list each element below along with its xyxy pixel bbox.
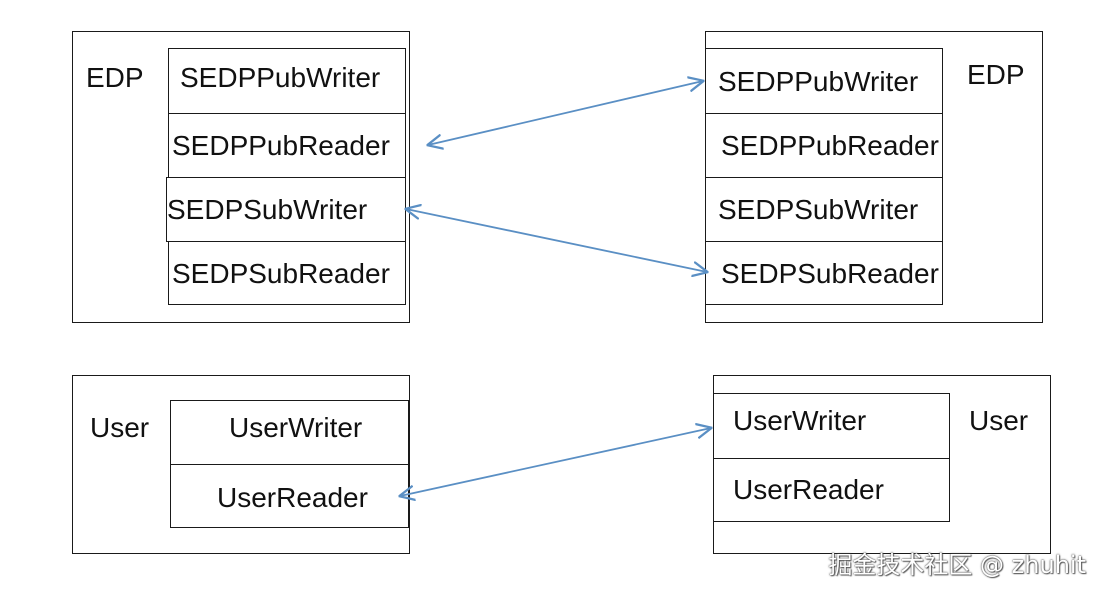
right-user-writer-label: UserWriter (733, 405, 867, 436)
left-user-label: User (90, 412, 150, 443)
left-user-writer-label: UserWriter (229, 412, 363, 443)
subwriter-subreader-arrow (406, 209, 707, 272)
right-sedp-sub-writer: SEDPSubWriter (705, 177, 943, 242)
left-sedp-pub-writer: SEDPPubWriter (168, 48, 406, 114)
right-user-writer: UserWriter (713, 393, 950, 459)
left-user-reader: UserReader (170, 464, 409, 528)
left-sedp-pub-writer-label: SEDPPubWriter (180, 62, 381, 93)
right-user-label: User (969, 405, 1029, 436)
left-edp-participant (72, 31, 410, 323)
right-sedp-pub-reader-label: SEDPPubReader (721, 130, 939, 161)
right-sedp-sub-reader-label: SEDPSubReader (721, 258, 939, 289)
left-sedp-pub-reader-label: SEDPPubReader (172, 130, 390, 161)
right-edp-label: EDP (967, 59, 1025, 90)
right-user-reader: UserReader (713, 458, 950, 522)
left-edp-label: EDP (86, 62, 144, 93)
left-sedp-sub-reader-label: SEDPSubReader (172, 258, 390, 289)
left-sedp-pub-reader: SEDPPubReader (168, 113, 406, 178)
watermark: 掘金技术社区 @ zhuhit (828, 551, 1086, 579)
left-sedp-sub-writer-label: SEDPSubWriter (167, 194, 368, 225)
left-user-writer: UserWriter (170, 400, 409, 465)
right-sedp-sub-reader: SEDPSubReader (705, 241, 943, 305)
right-sedp-sub-writer-label: SEDPSubWriter (718, 194, 919, 225)
right-sedp-pub-writer: SEDPPubWriter (705, 48, 943, 114)
left-user-reader-label: UserReader (217, 482, 368, 513)
left-sedp-sub-reader: SEDPSubReader (168, 241, 406, 305)
right-user-reader-label: UserReader (733, 474, 884, 505)
userwriter-userreader-arrow (400, 428, 711, 496)
left-sedp-sub-writer: SEDPSubWriter (166, 177, 406, 242)
right-sedp-pub-reader: SEDPPubReader (705, 113, 943, 178)
right-sedp-pub-writer-label: SEDPPubWriter (718, 66, 919, 97)
pubwriter-pubreader-arrow (428, 81, 703, 145)
